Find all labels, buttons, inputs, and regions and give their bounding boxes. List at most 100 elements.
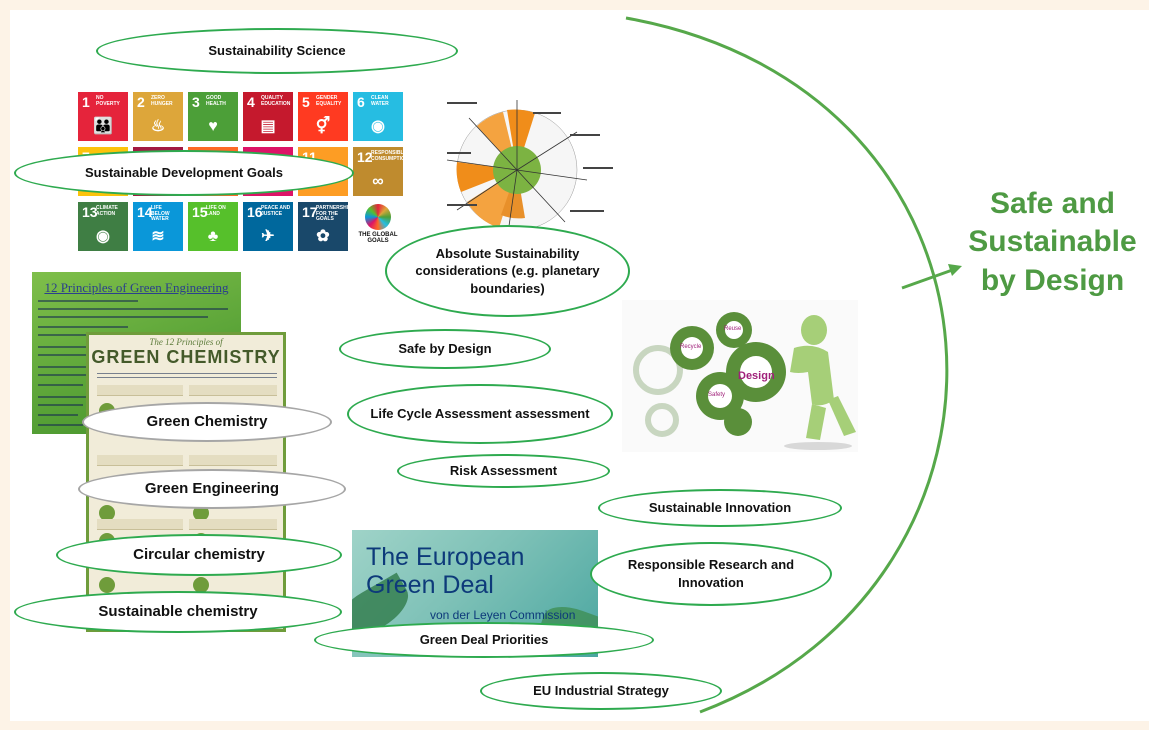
sdg-tile-number: 17 bbox=[302, 204, 318, 220]
sdg-tile-number: 14 bbox=[137, 204, 153, 220]
sdg-tile-icon: ∞ bbox=[372, 173, 384, 190]
oval-sustainability-science: Sustainability Science bbox=[96, 28, 458, 74]
oval-label: Sustainable Development Goals bbox=[85, 165, 283, 181]
sdg-tile-icon: ✈ bbox=[261, 228, 275, 245]
oval-label: Sustainable Innovation bbox=[648, 500, 792, 516]
sdg-tile-icon: ✿ bbox=[316, 228, 330, 245]
global-goals-label: THE GLOBAL GOALS bbox=[358, 232, 398, 244]
sdg-tile-icon: ◉ bbox=[371, 118, 385, 135]
arc-line bbox=[625, 16, 949, 714]
arrow-shaft bbox=[901, 266, 959, 290]
title-line-1: Safe and bbox=[989, 187, 1116, 220]
sdg-tile-label: QUALITY EDUCATION bbox=[261, 95, 291, 107]
oval-absolute-sustainability: Absolute Sustainability considerations (… bbox=[385, 225, 630, 317]
sdg-wheel-icon bbox=[365, 204, 391, 230]
sdg-tile-icon: ▤ bbox=[260, 118, 276, 135]
design-gears-image: Design Recycle Safety Reuse bbox=[622, 300, 858, 452]
gears-reuse-label: Reuse bbox=[724, 326, 742, 332]
sdg-tile-label: LIFE BELOW WATER bbox=[151, 205, 170, 222]
oval-rri: Responsible Research and Innovation bbox=[590, 542, 832, 606]
sdg-tile-number: 5 bbox=[302, 94, 310, 110]
sdg-tile-number: 15 bbox=[192, 204, 208, 220]
oval-label: Circular chemistry bbox=[133, 545, 265, 563]
gc-doc-small-title: The 12 Principles of bbox=[149, 337, 223, 347]
planetary-boundaries-image bbox=[445, 92, 623, 244]
oval-label: Sustainable chemistry bbox=[98, 602, 258, 620]
sdg-tile-number: 3 bbox=[192, 94, 200, 110]
sdg-tile-icon: ♥ bbox=[208, 118, 218, 135]
oval-label: Green Deal Priorities bbox=[419, 632, 549, 648]
sdg-tile-number: 13 bbox=[82, 204, 98, 220]
gears-safety-label: Safety bbox=[708, 392, 726, 398]
oval-label: EU Industrial Strategy bbox=[533, 683, 669, 699]
ge-doc-title: 12 Principles of Green Engineering bbox=[44, 280, 229, 295]
oval-label: Green Chemistry bbox=[146, 412, 268, 430]
sdg-tile-number: 1 bbox=[82, 94, 90, 110]
oval-label: Green Engineering bbox=[144, 479, 280, 497]
green-deal-line2: Green Deal bbox=[366, 571, 494, 599]
sdg-tile-icon: ≋ bbox=[151, 228, 165, 245]
sdg-tile-label: CLIMATE ACTION bbox=[96, 205, 118, 217]
oval-label: Sustainability Science bbox=[208, 43, 346, 59]
oval-eu-industrial-strategy: EU Industrial Strategy bbox=[480, 672, 722, 710]
sdg-tile-3: 3 GOOD HEALTH ♥ bbox=[188, 92, 238, 141]
oval-sustainable-chemistry: Sustainable chemistry bbox=[14, 591, 342, 633]
sdg-tile-label: GENDER EQUALITY bbox=[316, 95, 342, 107]
safe-sustainable-by-design-title: Safe and Sustainable by Design bbox=[960, 185, 1145, 300]
sdg-tile-icon: ♨ bbox=[150, 118, 166, 135]
sdg-tile-number: 4 bbox=[247, 94, 255, 110]
sdg-tile-number: 16 bbox=[247, 204, 263, 220]
sdg-tile-label: RESPONSIBLE CONSUMPTION bbox=[371, 150, 409, 162]
gears-recycle-label: Recycle bbox=[680, 344, 702, 350]
oval-safe-by-design: Safe by Design bbox=[339, 329, 551, 369]
sdg-tile-label: PEACE AND JUSTICE bbox=[261, 205, 291, 217]
green-deal-line3: von der Leyen Commission bbox=[430, 608, 576, 622]
sdg-tile-label: NO POVERTY bbox=[96, 95, 120, 107]
sdg-tile-icon: ⚥ bbox=[315, 118, 331, 135]
oval-sustainable-innovation: Sustainable Innovation bbox=[598, 489, 842, 527]
oval-green-deal-priorities: Green Deal Priorities bbox=[314, 622, 654, 658]
sdg-tile-number: 2 bbox=[137, 94, 145, 110]
oval-label: Absolute Sustainability considerations (… bbox=[415, 245, 600, 296]
sdg-tile-label: ZERO HUNGER bbox=[151, 95, 173, 107]
sdg-tile-label: LIFE ON LAND bbox=[206, 205, 226, 217]
sdg-tile-label: GOOD HEALTH bbox=[206, 95, 226, 107]
title-line-3: by Design bbox=[980, 263, 1125, 297]
oval-green-chemistry: Green Chemistry bbox=[82, 402, 332, 442]
sdg-tile-label: CLEAN WATER bbox=[371, 95, 389, 107]
sdg-tile-number: 12 bbox=[357, 149, 373, 165]
gears-design-label: Design bbox=[738, 370, 775, 382]
gc-doc-title: GREEN CHEMISTRY bbox=[91, 347, 281, 367]
sdg-tile-2: 2 ZERO HUNGER ♨ bbox=[133, 92, 183, 141]
sdg-tile-1: 1 NO POVERTY 👪 bbox=[78, 92, 128, 141]
oval-label: Responsible Research and Innovation bbox=[627, 557, 795, 590]
oval-lca: Life Cycle Assessment assessment bbox=[347, 384, 613, 444]
sdg-tile-icon: 👪 bbox=[93, 118, 113, 135]
oval-sdg: Sustainable Development Goals bbox=[14, 150, 354, 196]
title-line-2: Sustainable bbox=[968, 225, 1137, 259]
sdg-tile-6: 6 CLEAN WATER ◉ bbox=[353, 92, 403, 141]
sdg-tile-number: 6 bbox=[357, 94, 365, 110]
oval-risk-assessment: Risk Assessment bbox=[397, 454, 610, 488]
oval-label: Risk Assessment bbox=[449, 463, 558, 479]
oval-label: Safe by Design bbox=[398, 341, 492, 357]
sdg-tile-label: PARTNERSHIPS FOR THE GOALS bbox=[316, 205, 355, 222]
global-goals-logo: THE GLOBAL GOALS bbox=[353, 202, 403, 251]
oval-circular-chemistry: Circular chemistry bbox=[56, 534, 342, 576]
sdg-tile-icon: ♣ bbox=[207, 228, 219, 245]
sdg-tile-4: 4 QUALITY EDUCATION ▤ bbox=[243, 92, 293, 141]
oval-label: Life Cycle Assessment assessment bbox=[370, 406, 590, 422]
sdg-tile-5: 5 GENDER EQUALITY ⚥ bbox=[298, 92, 348, 141]
arrow-head bbox=[948, 264, 962, 276]
green-deal-line1: The European bbox=[366, 543, 525, 571]
oval-green-engineering: Green Engineering bbox=[78, 469, 346, 509]
sdg-tile-icon: ◉ bbox=[96, 228, 110, 245]
